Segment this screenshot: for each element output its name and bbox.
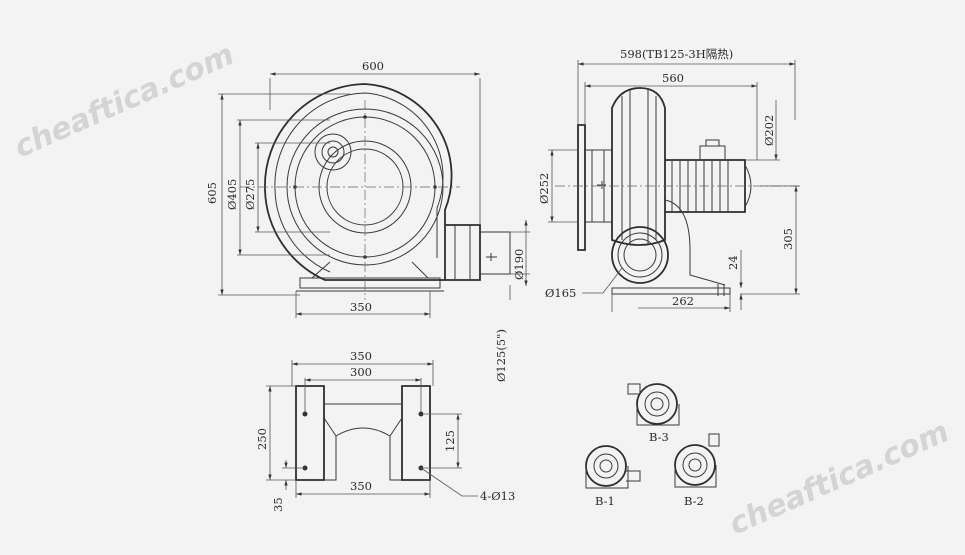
mount-hole-tr [418,411,424,417]
dim-base-bottom: 350 [350,479,372,493]
dim-front-width: 600 [362,59,384,73]
dim-outlet-190: Ø190 [512,249,526,280]
variant-b1: B-1 [585,445,641,508]
dim-total-length: 598(TB125-3H隔热) [620,47,733,61]
variant-b3: B-3 [627,383,680,444]
dim-edge-offset: 35 [271,497,285,512]
dim-inlet-dia: Ø165 [545,286,576,300]
dim-foot-length: 262 [672,294,694,308]
dim-motor-dia: Ø202 [762,115,776,146]
dim-side-height: 305 [781,228,795,250]
housing-side [611,87,666,246]
label-b2: B-2 [684,494,704,508]
dim-outlet-125: Ø125(5") [494,329,508,382]
dim-hole-spec: 4-Ø13 [480,489,515,503]
dim-hole-spacing: 125 [443,430,457,452]
dim-dia-275: Ø275 [243,179,257,210]
junction-boss [314,133,352,171]
inlet-ring-bottom [611,226,669,284]
watermark-left: cheaftica.com [9,37,239,165]
outlet-duct [445,224,481,281]
variant-b2: B-2 [674,433,720,508]
dim-base-outer: 350 [350,349,372,363]
dim-flange-dia: Ø252 [537,173,551,204]
side-view: 598(TB125-3H隔热) 560 Ø202 Ø252 305 24 262… [537,47,800,312]
dim-front-height: 605 [205,182,219,204]
label-b3: B-3 [649,430,669,444]
dim-base-width: 350 [350,300,372,314]
mount-hole-tl [302,411,308,417]
label-b1: B-1 [595,494,615,508]
mount-hole-bl [302,465,308,471]
dim-base-depth: 250 [255,428,269,450]
volute-housing [264,83,453,281]
dim-body-length: 560 [662,71,684,85]
base-view: 350 300 250 35 125 350 4-Ø13 [255,349,515,512]
dim-base-inner: 300 [350,365,372,379]
watermark-right: cheaftica.com [724,414,954,542]
front-view: 600 605 Ø405 Ø275 350 Ø190 Ø125(5") [205,59,530,382]
dim-foot-offset: 24 [726,255,740,270]
dim-dia-405: Ø405 [225,179,239,210]
inlet-flange [577,124,586,251]
